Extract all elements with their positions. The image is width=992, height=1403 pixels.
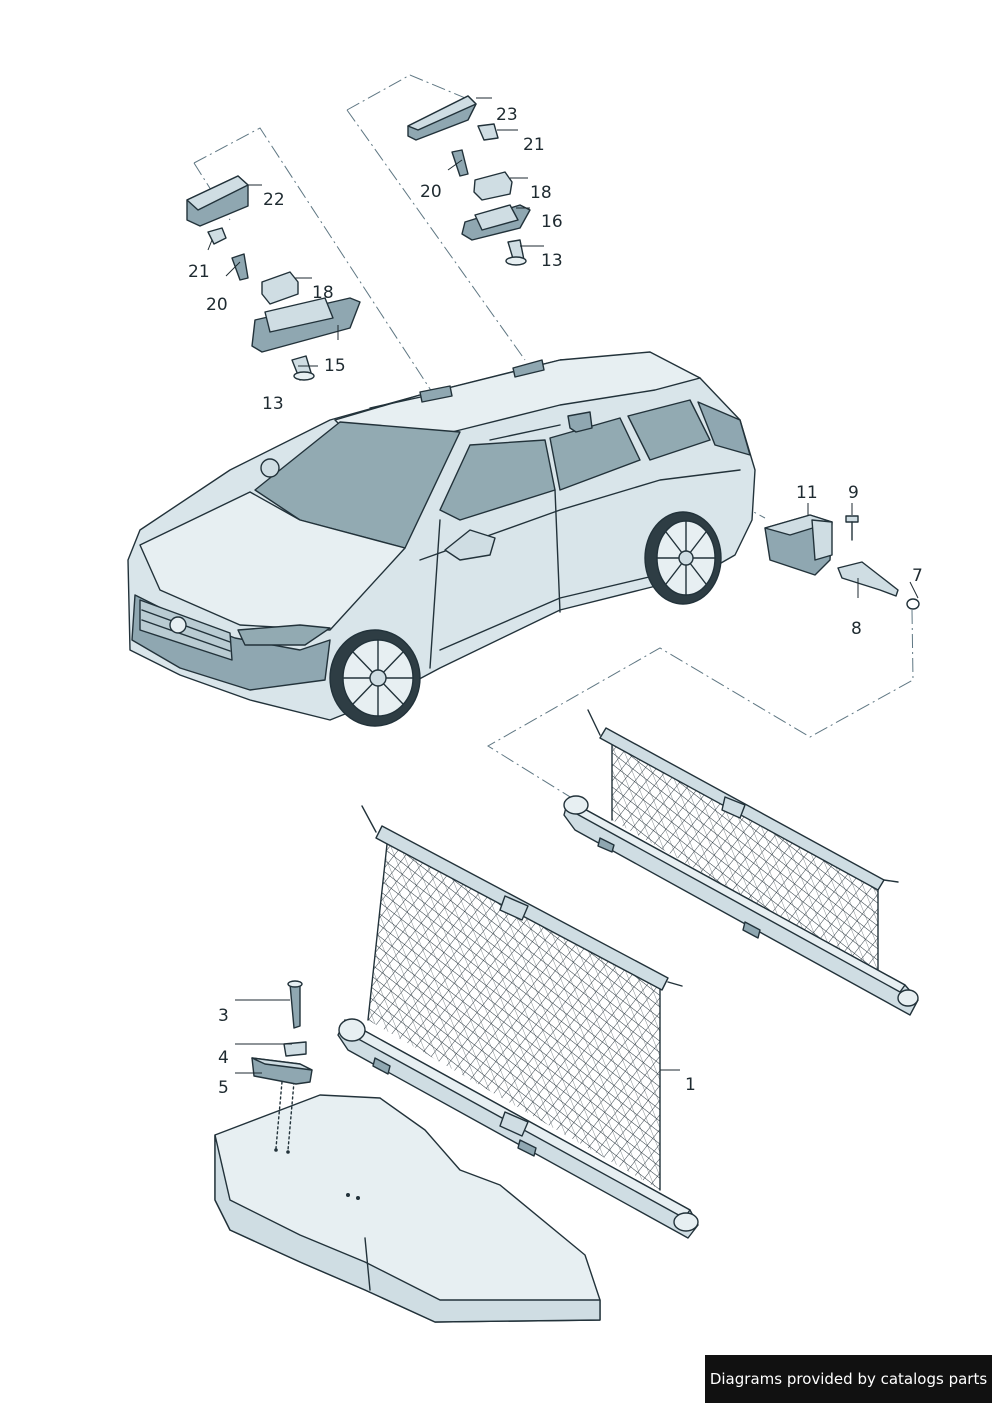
callout-18-right: 18	[530, 183, 552, 203]
right-mount-assembly	[407, 95, 531, 266]
callout-21-left: 21	[188, 262, 210, 282]
callout-7: 7	[912, 566, 923, 586]
callout-11: 11	[796, 483, 818, 503]
footer-credit-badge: Diagrams provided by catalogs parts	[705, 1355, 992, 1403]
rear-seat-cushion	[214, 1081, 601, 1323]
callout-20-right: 20	[420, 182, 442, 202]
small-fastener-parts	[251, 980, 313, 1085]
callout-13-right: 13	[541, 251, 563, 271]
callout-15: 15	[324, 356, 346, 376]
callout-4: 4	[218, 1048, 229, 1068]
callout-23: 23	[496, 105, 518, 125]
leader-lines	[207, 97, 919, 1074]
callout-8: 8	[851, 619, 862, 639]
callout-1: 1	[685, 1075, 696, 1095]
callout-18-left: 18	[312, 283, 334, 303]
callout-5: 5	[218, 1078, 229, 1098]
callout-9: 9	[848, 483, 859, 503]
callout-labels: 1 3 4 5 7 8 9 11 13 15 18 20 21 22 13 16…	[188, 105, 923, 1098]
upper-cargo-net	[563, 709, 919, 1016]
callout-16: 16	[541, 212, 563, 232]
callout-20-left: 20	[206, 295, 228, 315]
callout-3: 3	[218, 1006, 229, 1026]
callout-13-left: 13	[262, 394, 284, 414]
footer-credit-text: Diagrams provided by catalogs parts	[709, 1370, 988, 1388]
rear-bracket-assembly	[764, 514, 920, 610]
callout-22: 22	[263, 190, 285, 210]
lower-cargo-net	[337, 805, 699, 1239]
left-mount-assembly	[186, 175, 361, 381]
station-wagon-car	[127, 351, 756, 727]
callout-21-right: 21	[523, 135, 545, 155]
